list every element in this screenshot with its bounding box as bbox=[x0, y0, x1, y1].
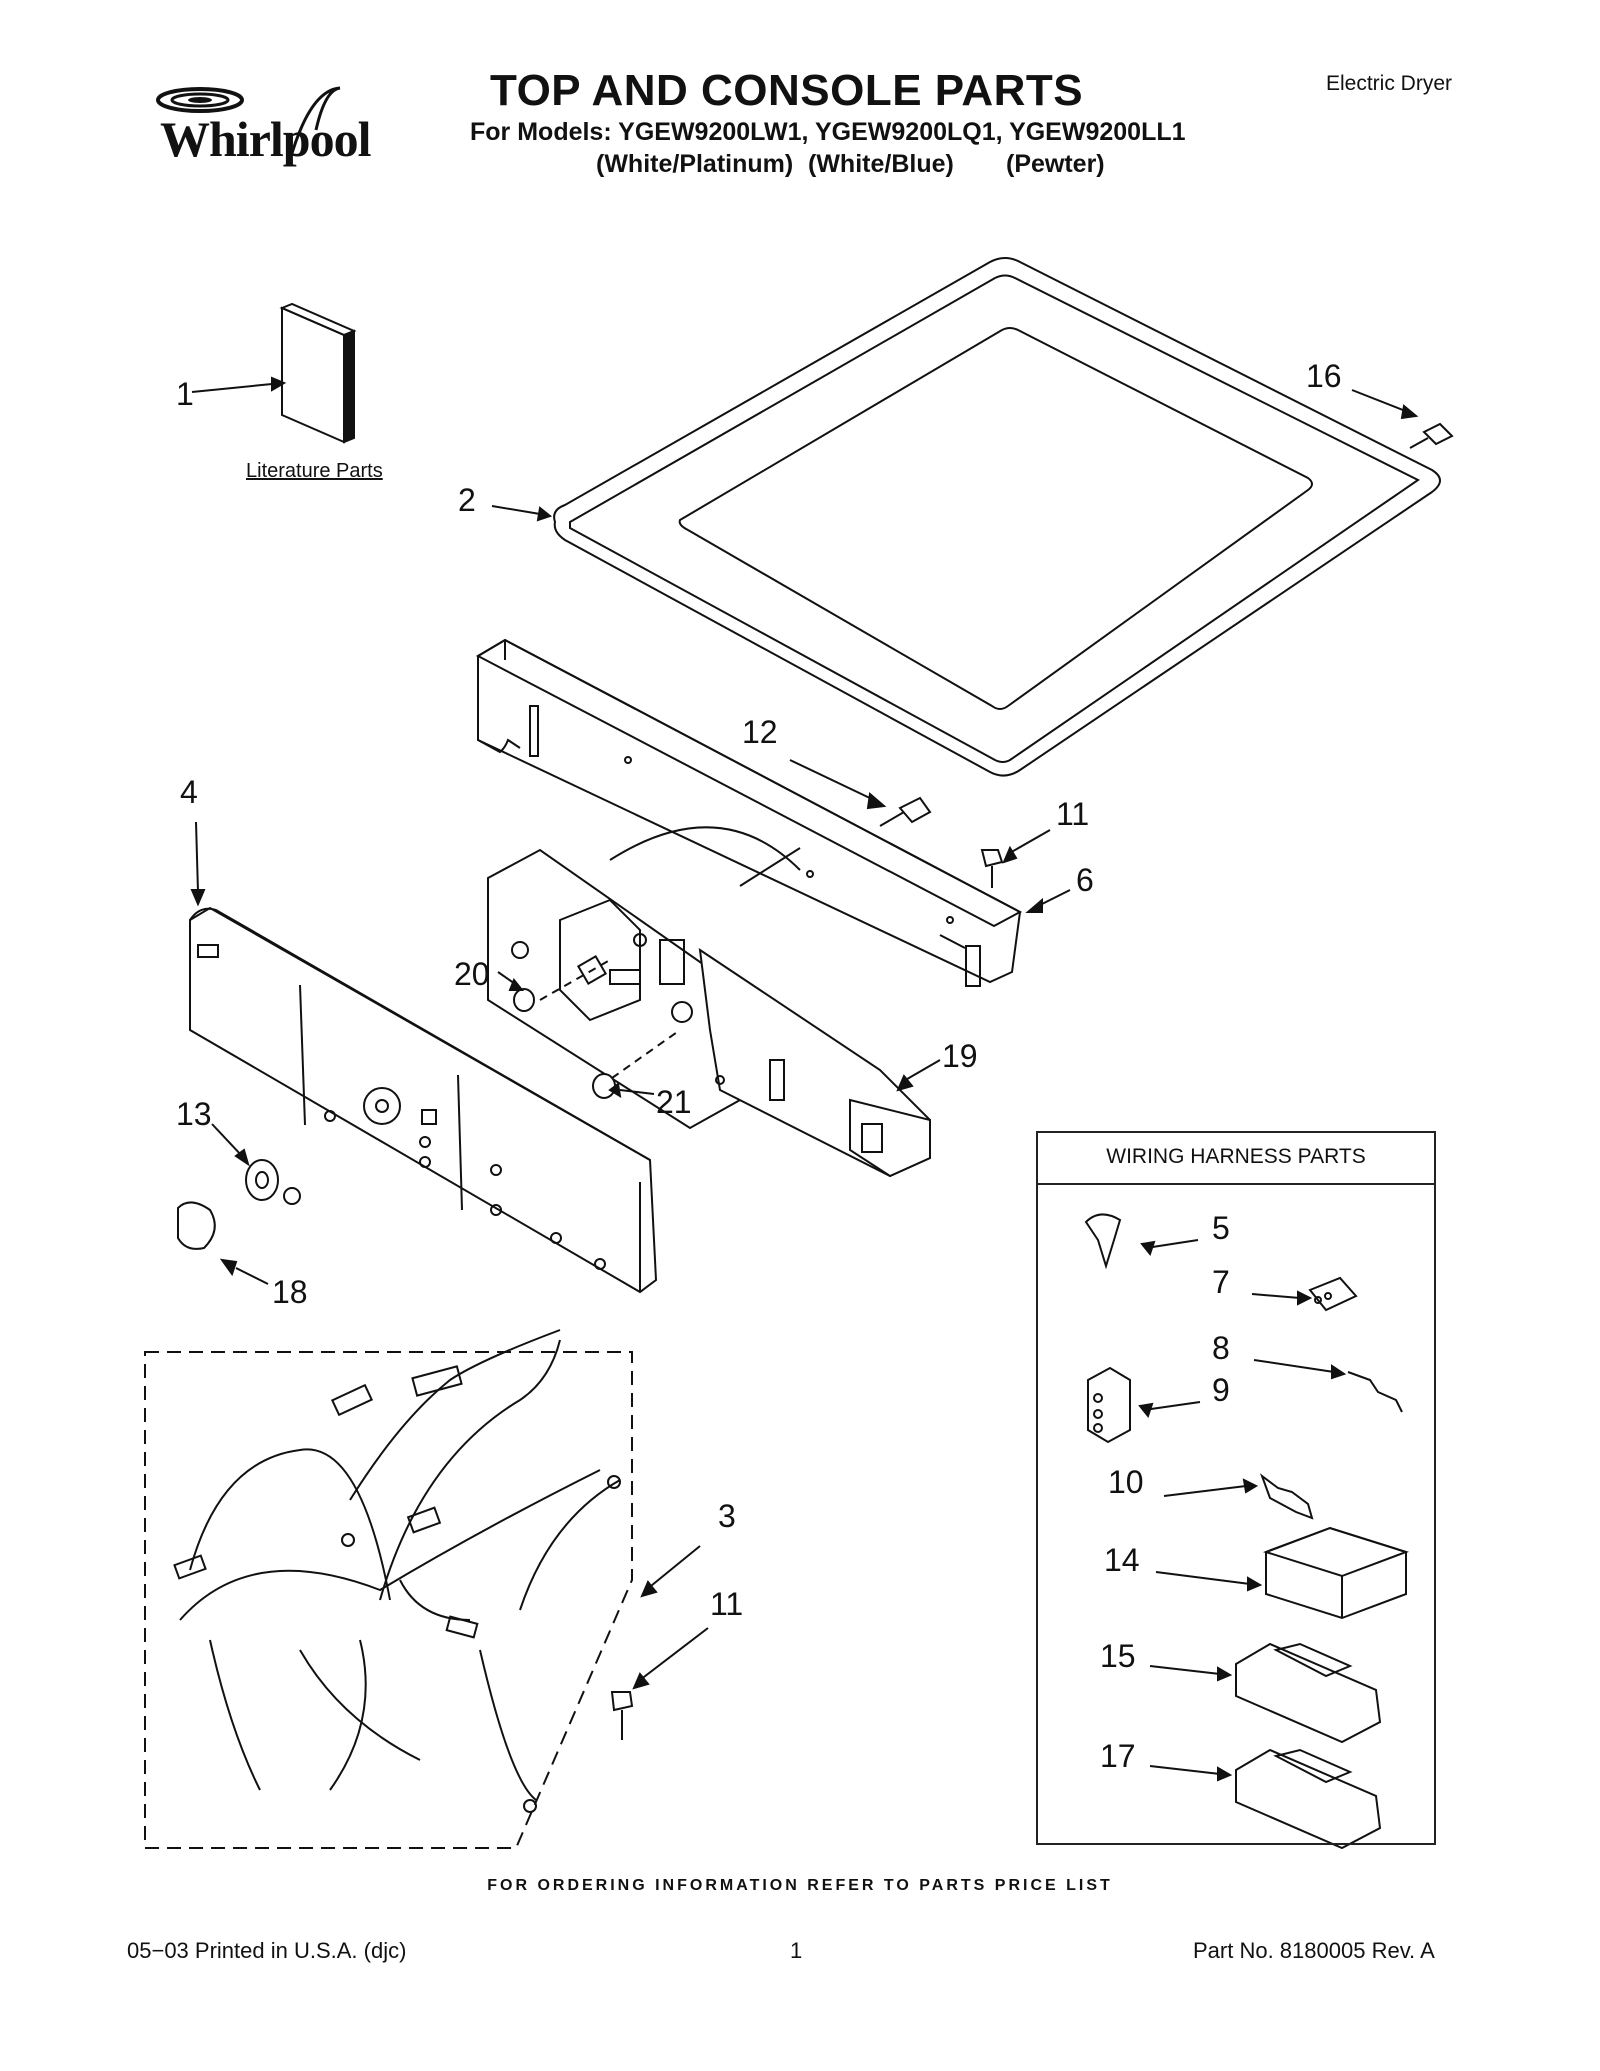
button-20 bbox=[513, 988, 535, 1012]
callout-6: 6 bbox=[1076, 862, 1094, 898]
swirl-icon bbox=[156, 86, 341, 161]
variant-white-platinum: (White/Platinum) bbox=[596, 150, 794, 178]
variant-pewter: (Pewter) bbox=[1006, 150, 1105, 178]
console-panel bbox=[189, 906, 658, 1294]
dryer-top-panel bbox=[553, 257, 1441, 777]
brand-wordmark: Whirlpool bbox=[160, 111, 371, 167]
callout-19: 19 bbox=[942, 1038, 978, 1074]
connector-7 bbox=[1308, 1276, 1358, 1312]
callout-15: 15 bbox=[1100, 1638, 1136, 1674]
callout-12: 12 bbox=[742, 714, 778, 750]
console-support-bracket bbox=[475, 638, 1023, 987]
print-info: 05−03 Printed in U.S.A. (djc) bbox=[127, 1938, 407, 1963]
callout-11-upper: 11 bbox=[1056, 796, 1090, 832]
callout-8: 8 bbox=[1212, 1330, 1230, 1366]
screw-16 bbox=[1409, 422, 1454, 449]
wiring-harness-3 bbox=[144, 1329, 633, 1849]
variant-white-blue: (White/Blue) bbox=[808, 150, 954, 178]
callout-1: 1 bbox=[176, 376, 194, 412]
knob-18 bbox=[177, 1201, 216, 1250]
ordering-info: FOR ORDERING INFORMATION REFER TO PARTS … bbox=[487, 1877, 1113, 1894]
connector-15 bbox=[1235, 1642, 1382, 1744]
console-end-bracket bbox=[698, 947, 931, 1178]
callout-13: 13 bbox=[176, 1096, 212, 1132]
callout-10: 10 bbox=[1108, 1464, 1144, 1500]
callout-21: 21 bbox=[656, 1084, 692, 1120]
button-21 bbox=[592, 1073, 616, 1099]
screw-12 bbox=[879, 796, 932, 827]
wiring-harness-parts-title: WIRING HARNESS PARTS bbox=[1036, 1131, 1436, 1185]
literature-parts-label: Literature Parts bbox=[246, 460, 383, 482]
brand-logo bbox=[140, 80, 380, 170]
terminal-8 bbox=[1347, 1371, 1403, 1413]
harness-clip-5 bbox=[1084, 1213, 1122, 1270]
part-number: Part No. 8180005 Rev. A bbox=[1193, 1938, 1435, 1963]
callout-4: 4 bbox=[180, 774, 198, 810]
callout-18: 18 bbox=[272, 1274, 308, 1310]
callout-11-lower: 11 bbox=[710, 1586, 744, 1622]
callout-16: 16 bbox=[1306, 358, 1342, 394]
connector-17 bbox=[1235, 1748, 1382, 1850]
literature-booklet bbox=[279, 302, 357, 444]
callout-5: 5 bbox=[1212, 1210, 1230, 1246]
callout-20: 20 bbox=[454, 956, 490, 992]
callout-14: 14 bbox=[1104, 1542, 1140, 1578]
wiring-harness-parts-box bbox=[1036, 1131, 1436, 1845]
callout-2: 2 bbox=[458, 482, 476, 518]
screw-11-lower bbox=[610, 1691, 634, 1740]
screw-11-upper bbox=[980, 849, 1004, 888]
connector-9 bbox=[1087, 1366, 1131, 1444]
callout-7: 7 bbox=[1212, 1264, 1230, 1300]
callout-17: 17 bbox=[1100, 1738, 1136, 1774]
page-number: 1 bbox=[790, 1938, 803, 1963]
callout-9: 9 bbox=[1212, 1372, 1230, 1408]
page-title: TOP AND CONSOLE PARTS bbox=[490, 66, 1084, 115]
model-variants: (White/Platinum) (White/Blue) (Pewter) bbox=[0, 150, 1600, 182]
callout-3: 3 bbox=[718, 1498, 736, 1534]
connector-14 bbox=[1262, 1526, 1410, 1620]
appliance-type: Electric Dryer bbox=[1326, 72, 1453, 95]
models-line: For Models: YGEW9200LW1, YGEW9200LQ1, YG… bbox=[470, 118, 1186, 146]
knob-ring-13 bbox=[245, 1159, 301, 1205]
terminal-10 bbox=[1259, 1473, 1314, 1520]
